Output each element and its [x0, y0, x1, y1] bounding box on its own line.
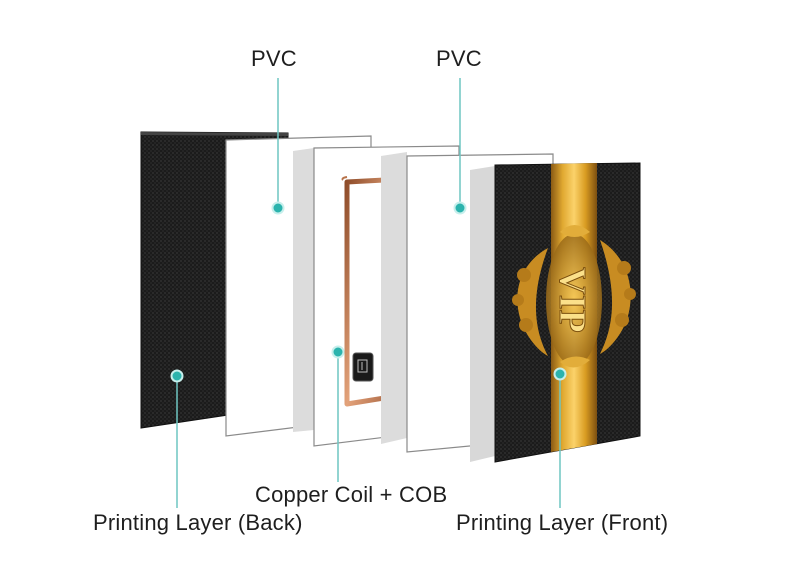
card-printing-front: VIP — [470, 162, 641, 463]
label-copper-coil-cob: Copper Coil + COB — [255, 482, 448, 507]
callout-dot — [271, 201, 285, 215]
callout-printing-back — [170, 369, 184, 508]
label-pvc-front: PVC — [436, 46, 482, 71]
callout-copper-coil — [331, 345, 345, 482]
callout-pvc-1 — [271, 78, 285, 215]
callout-printing-front — [553, 367, 567, 508]
vip-emblem: VIP — [512, 225, 636, 368]
cob-chip — [352, 352, 374, 382]
callout-dot — [331, 345, 345, 359]
callout-dot — [553, 367, 567, 381]
label-printing-layer-front: Printing Layer (Front) — [456, 510, 669, 535]
label-pvc-back: PVC — [251, 46, 297, 71]
callout-pvc-2 — [453, 78, 467, 215]
label-printing-layer-back: Printing Layer (Back) — [93, 510, 303, 535]
callout-dot — [453, 201, 467, 215]
vip-emblem-text: VIP — [551, 267, 593, 332]
callout-dot — [170, 369, 184, 383]
